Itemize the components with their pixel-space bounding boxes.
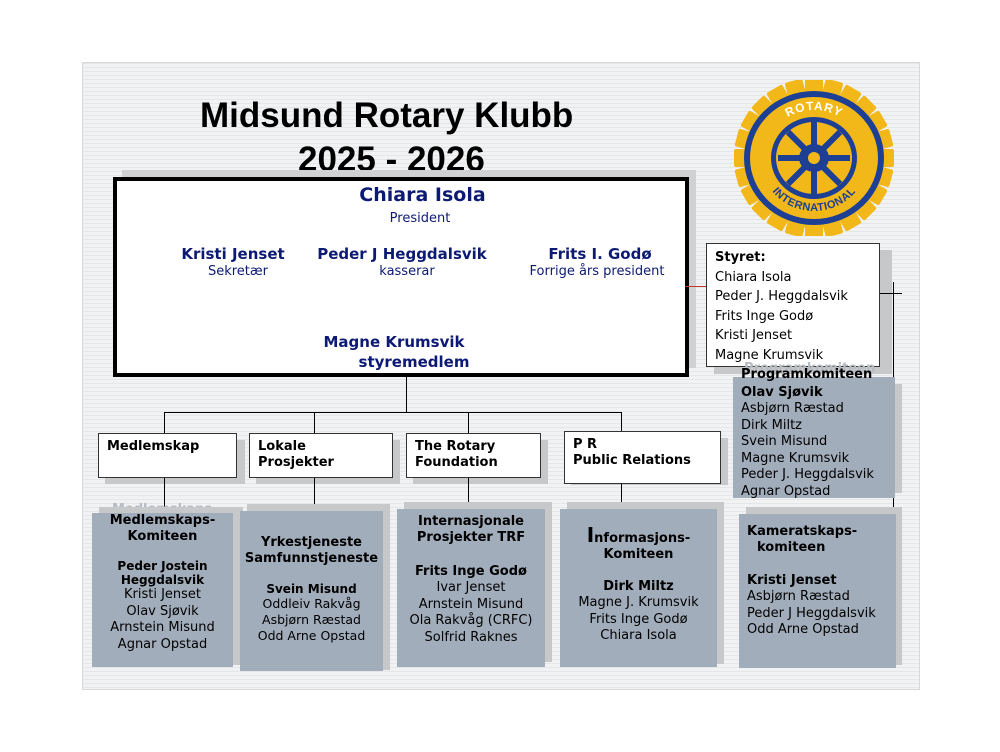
medlemskap-box: Medlemskap bbox=[98, 433, 237, 478]
secretary-name: Kristi Jenset bbox=[181, 245, 285, 263]
styret-member: Kristi Jenset bbox=[715, 328, 793, 344]
kameratskaps-member: Asbjørn Ræstad bbox=[747, 589, 850, 604]
connector-drop-foundation bbox=[468, 412, 469, 434]
styret-heading: Styret: bbox=[715, 250, 766, 265]
connector-drop-lokale bbox=[314, 412, 315, 434]
informasjons-leader: Dirk Miltz bbox=[603, 579, 674, 594]
logo-text-top: ROTARY bbox=[783, 99, 844, 120]
styret-member: Peder J. Heggdalsvik bbox=[715, 289, 848, 305]
svg-text:ROTARY: ROTARY bbox=[783, 99, 845, 120]
styret-box: Styret: Chiara Isola Peder J. Heggdalsvi… bbox=[706, 243, 880, 367]
internasjonale-member: Ivar Jenset bbox=[436, 580, 506, 595]
public-relations-box: P R Public Relations bbox=[564, 431, 721, 484]
informasjons-heading-rest: nformasjons- bbox=[594, 531, 691, 546]
programkomiteen-box: Programkomiteen Olav Sjøvik Asbjørn Ræst… bbox=[733, 367, 895, 499]
right-connector-tick-styret bbox=[880, 293, 902, 294]
kameratskaps-member: Odd Arne Opstad bbox=[747, 622, 859, 638]
styret-member: Magne Krumsvik bbox=[715, 347, 824, 363]
informasjons-heading-initial: I bbox=[586, 523, 595, 547]
programkomiteen-ghost-label: Programkomiteen bbox=[744, 361, 876, 376]
club-title: Midsund Rotary Klubb bbox=[200, 96, 574, 135]
internasjonale-member: Solfrid Raknes bbox=[424, 629, 518, 645]
yrkes-samfunns-box: Yrkestjeneste Samfunnstjeneste Svein Mis… bbox=[240, 511, 383, 671]
treasurer-name: Peder J Heggdalsvik bbox=[317, 245, 487, 263]
yrkes-heading-2: Samfunnstjeneste bbox=[244, 551, 379, 566]
programkomiteen-member: Svein Misund bbox=[741, 434, 828, 450]
rotary-foundation-box: The Rotary Foundation bbox=[406, 433, 541, 478]
medlemskaps-heading: Medlemskaps- bbox=[109, 513, 216, 528]
medlemskaps-member: Olav Sjøvik bbox=[126, 603, 199, 619]
styret-member: Chiara Isola bbox=[715, 269, 792, 285]
medlemskaps-leader: Peder Jostein bbox=[117, 559, 208, 573]
past-president-role: Forrige års president bbox=[529, 264, 665, 279]
treasurer-role: kasserar bbox=[379, 264, 435, 279]
medlemskaps-member: Arnstein Misund bbox=[110, 620, 215, 636]
yrkes-member: Oddleiv Rakvåg bbox=[262, 596, 361, 611]
programkomiteen-member: Agnar Opstad bbox=[741, 483, 831, 499]
internasjonale-member: Arnstein Misund bbox=[418, 596, 524, 612]
board-member-name: Magne Krumsvik bbox=[323, 333, 465, 351]
connector-board-down bbox=[406, 373, 407, 412]
programkomiteen-heading: Programkomiteen bbox=[741, 367, 873, 382]
informasjons-heading: Informasjons- bbox=[560, 525, 717, 547]
yrkes-leader: Svein Misund bbox=[266, 582, 357, 596]
yrkes-heading: Yrkestjeneste bbox=[260, 535, 362, 550]
yrkes-member: Asbjørn Ræstad bbox=[262, 612, 361, 627]
internasjonale-heading-2: Prosjekter TRF bbox=[416, 530, 526, 545]
past-president-name: Frits I. Godø bbox=[548, 245, 652, 263]
programkomiteen-leader: Olav Sjøvik bbox=[741, 385, 823, 400]
programkomiteen-member: Magne Krumsvik bbox=[741, 450, 850, 466]
informasjons-member: Frits Inge Godø bbox=[589, 611, 688, 627]
programkomiteen-member: Peder J. Heggdalsvik bbox=[741, 467, 874, 483]
rotary-international-logo: ROTARY INTERNATIONAL bbox=[734, 80, 894, 236]
internasjonale-heading: Internasjonale bbox=[418, 514, 524, 529]
president-name: Chiara Isola bbox=[359, 184, 486, 206]
programkomiteen-member: Asbjørn Ræstad bbox=[741, 401, 844, 416]
connector-drop-pr bbox=[621, 412, 622, 432]
internasjonale-member: Ola Rakvåg (CRFC) bbox=[409, 613, 533, 629]
styret-member: Frits Inge Godø bbox=[715, 308, 814, 324]
kameratskaps-member: Peder J Heggdalsvik bbox=[747, 605, 876, 621]
connector-lokale-down bbox=[314, 478, 315, 512]
internasjonale-leader: Frits Inge Godø bbox=[415, 564, 527, 579]
programkomiteen-member: Dirk Miltz bbox=[741, 417, 802, 433]
medlemskaps-leader-2: Heggdalsvik bbox=[120, 573, 205, 587]
kameratskaps-leader: Kristi Jenset bbox=[747, 573, 837, 588]
president-role: President bbox=[389, 211, 451, 226]
connector-horizontal-bar bbox=[164, 412, 622, 413]
medlemskaps-member: Kristi Jenset bbox=[123, 587, 202, 602]
connector-medlemskap-down bbox=[164, 478, 165, 514]
yrkes-member: Odd Arne Opstad bbox=[257, 628, 366, 643]
medlemskaps-komiteen-box: Medlemskaps- Komiteen Peder Jostein Hegg… bbox=[92, 513, 233, 667]
kameratskaps-heading: Kameratskaps- bbox=[747, 524, 858, 539]
connector-foundation-down bbox=[468, 478, 469, 510]
lokale-prosjekter-box: Lokale Prosjekter bbox=[249, 433, 393, 478]
kameratskaps-komiteen-box: Kameratskaps- komiteen Kristi Jenset Asb… bbox=[739, 514, 896, 668]
medlemskaps-heading-2: Komiteen bbox=[127, 529, 198, 544]
informasjons-komiteen-box: Informasjons- Komiteen Dirk Miltz Magne … bbox=[560, 509, 717, 667]
informasjons-heading-2: Komiteen bbox=[603, 547, 674, 562]
internasjonale-box: Internasjonale Prosjekter TRF Frits Inge… bbox=[397, 509, 545, 667]
board-box bbox=[113, 177, 689, 377]
connector-pr-down bbox=[621, 484, 622, 510]
connector-drop-medlemskap bbox=[164, 412, 165, 434]
kameratskaps-heading-2: komiteen bbox=[757, 540, 826, 555]
medlemskaps-member: Agnar Opstad bbox=[117, 636, 208, 652]
informasjons-member: Magne J. Krumsvik bbox=[578, 595, 699, 610]
board-member-role: styremedlem bbox=[358, 353, 470, 371]
informasjons-member: Chiara Isola bbox=[600, 628, 677, 644]
connector-board-styret bbox=[685, 286, 707, 287]
secretary-role: Sekretær bbox=[207, 264, 269, 279]
